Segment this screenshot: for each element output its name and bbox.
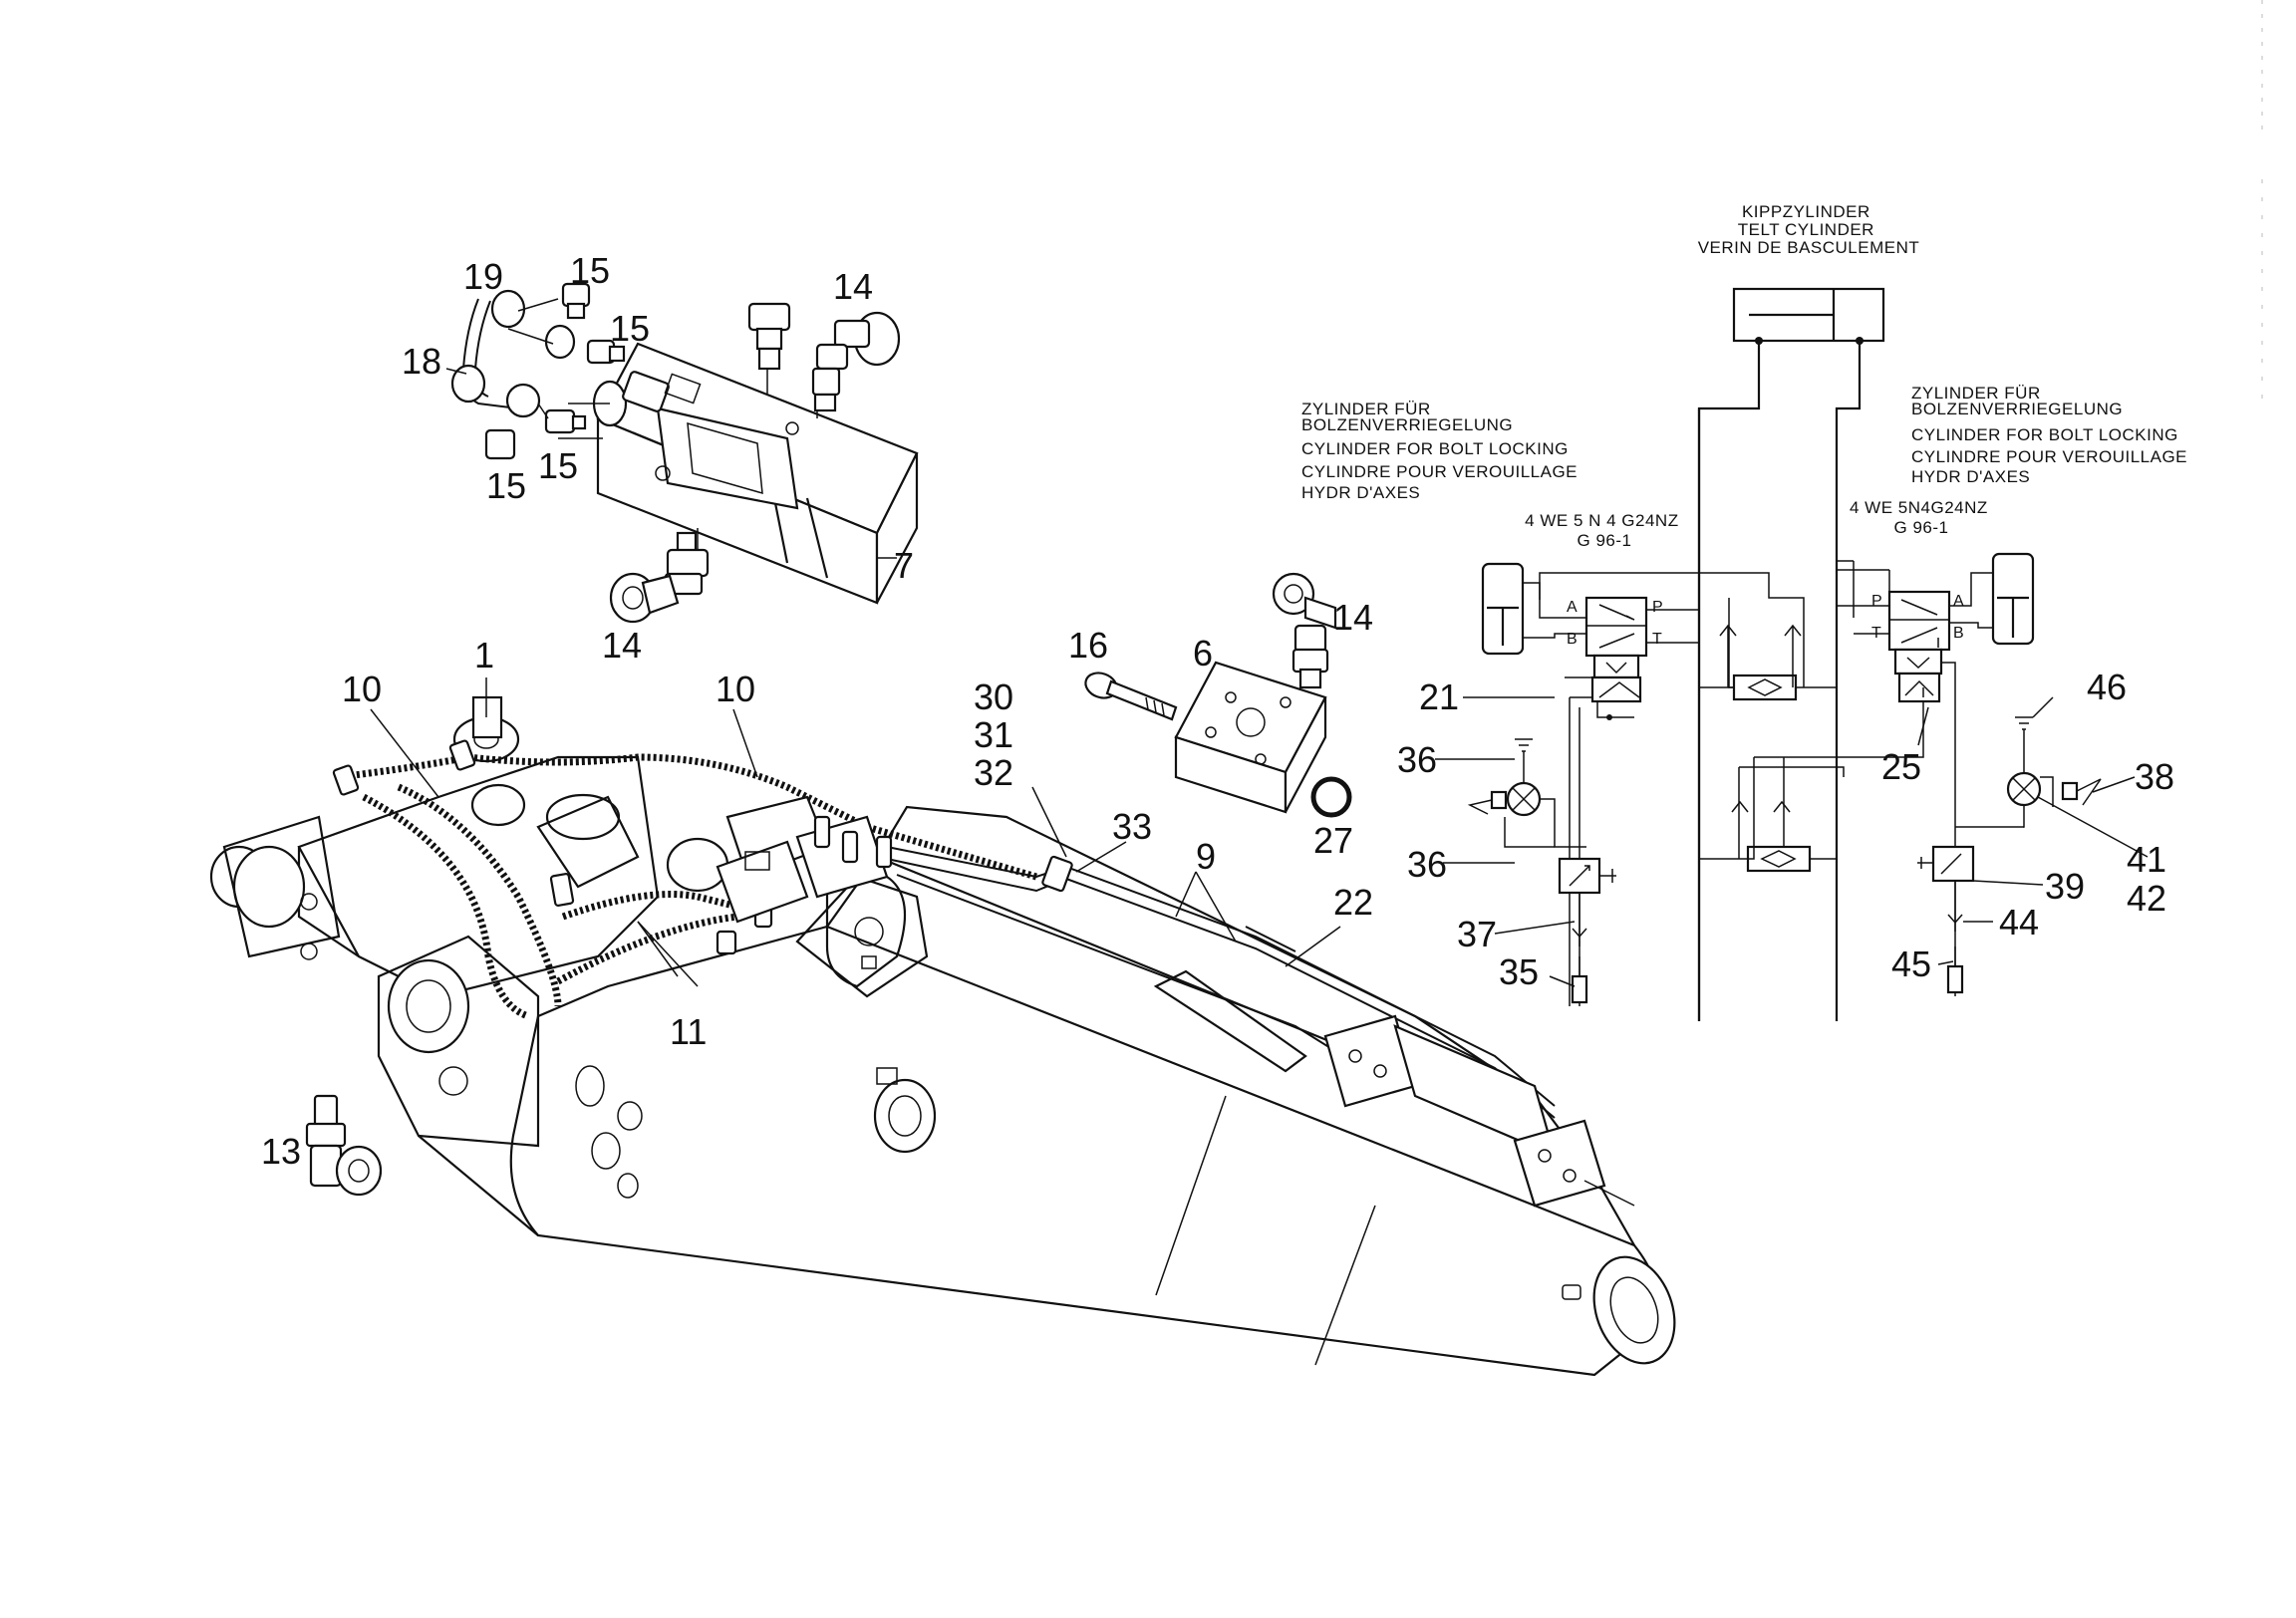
part-label-41: 41 [2127,839,2166,880]
part-label-36-top: 36 [1397,739,1437,780]
part-label-25: 25 [1881,746,1921,787]
tilt-caption-line-1: KIPPZYLINDER [1742,202,1870,221]
left-cylinder-caption: ZYLINDER FÜR BOLZENVERRIEGELUNG CYLINDER… [1301,400,1582,502]
part-label-39: 39 [2045,866,2085,907]
block-6 [1084,572,1352,818]
part-label-38: 38 [2135,756,2174,797]
valve-block-7 [558,342,919,605]
right-cylinder-caption: ZYLINDER FÜR BOLZENVERRIEGELUNG CYLINDER… [1911,384,2192,486]
right-valve-code-line-2: G 96-1 [1894,518,1949,537]
part-label-10-left: 10 [342,669,382,709]
part-label-36-bottom: 36 [1407,844,1447,885]
left-valve-code-line-2: G 96-1 [1578,531,1632,550]
part-label-6: 6 [1193,633,1213,674]
fittings-14-top [747,302,901,412]
left-caption-line-4: CYLINDRE POUR VEROUILLAGE [1301,462,1578,481]
part-label-18: 18 [402,341,441,382]
right-caption-line-3: CYLINDER FOR BOLT LOCKING [1911,425,2178,444]
part-label-19: 19 [463,256,503,297]
part-labels: 1 7 6 9 10 10 11 13 14 14 14 15 15 15 15… [261,250,2174,1172]
tilt-cylinder-caption: KIPPZYLINDER TELT CYLINDER VERIN DE BASC… [1698,202,1920,257]
part-label-15-a: 15 [570,250,610,291]
part-label-7: 7 [894,545,914,586]
port-p-right: P [1871,593,1882,610]
right-valve-code: 4 WE 5N4G24NZ G 96-1 [1850,498,1993,537]
port-p-left: P [1652,599,1663,616]
port-a-left: A [1567,599,1578,616]
port-t-left: T [1652,631,1662,648]
right-caption-line-4: CYLINDRE POUR VEROUILLAGE [1911,447,2187,466]
leader-lines [309,368,2149,1147]
port-a-right: A [1953,593,1964,610]
left-caption-line-5: HYDR D'AXES [1301,483,1420,502]
port-b-right: B [1953,625,1964,642]
part-label-15-d: 15 [538,445,578,486]
part-label-33: 33 [1112,806,1152,847]
part-label-21: 21 [1419,676,1459,717]
part-label-11: 11 [670,1011,707,1052]
part-label-14-top: 14 [833,266,873,307]
part-label-27: 27 [1313,820,1353,861]
part-label-15-b: 15 [610,308,650,349]
part-label-13: 13 [261,1131,301,1172]
boom-assembly [209,695,1676,1377]
left-caption-line-3: CYLINDER FOR BOLT LOCKING [1301,439,1569,458]
part-label-37: 37 [1457,914,1497,954]
part-label-45: 45 [1891,944,1931,984]
part-label-14-bottom: 14 [602,625,642,666]
part-label-44: 44 [1999,902,2039,943]
part-label-22: 22 [1333,882,1373,923]
right-valve-code-line-1: 4 WE 5N4G24NZ [1850,498,1988,517]
part-label-46: 46 [2087,667,2127,707]
part-label-32: 32 [974,752,1013,793]
left-caption-line-1: ZYLINDER FÜR [1301,400,1431,418]
part-label-9: 9 [1196,836,1216,877]
port-t-right: T [1871,625,1881,642]
part-label-30: 30 [974,676,1013,717]
hydraulic-schematic: A B P T P T A B KIPPZYLINDER TELT CYLIND… [1301,202,2192,1021]
right-caption-line-5: HYDR D'AXES [1911,467,2030,486]
part-label-1: 1 [474,635,494,675]
left-valve-code-line-1: 4 WE 5 N 4 G24NZ [1525,511,1678,530]
part-label-14-block: 14 [1333,597,1373,638]
fittings-15-19 [450,282,626,460]
fitting-14-bottom [609,531,710,624]
part-label-31: 31 [974,714,1013,755]
part-label-35: 35 [1499,951,1539,992]
part-label-10-right: 10 [716,669,755,709]
port-b-left: B [1567,631,1578,648]
left-valve-code: 4 WE 5 N 4 G24NZ G 96-1 [1525,511,1684,550]
part-label-16: 16 [1068,625,1108,666]
fitting-13 [305,1094,383,1197]
right-caption-line-2: BOLZENVERRIEGELUNG [1911,400,2123,418]
tilt-caption-line-2: TELT CYLINDER [1738,220,1874,239]
part-label-42: 42 [2127,878,2166,919]
part-label-15-c: 15 [486,465,526,506]
right-caption-line-1: ZYLINDER FÜR [1911,384,2041,403]
tilt-caption-line-3: VERIN DE BASCULEMENT [1698,238,1920,257]
left-caption-line-2: BOLZENVERRIEGELUNG [1301,415,1513,434]
